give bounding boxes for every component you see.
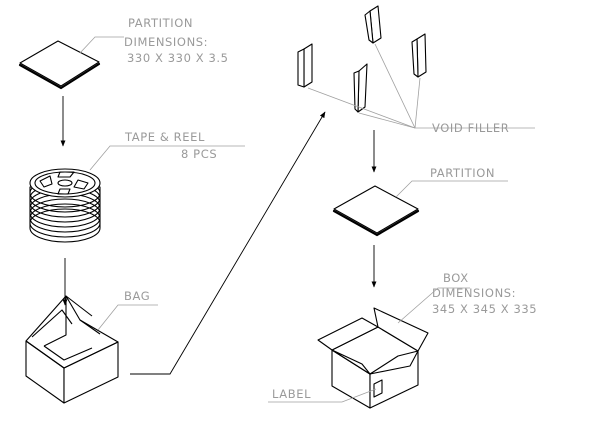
partition-right-title: PARTITION	[430, 166, 495, 180]
tape-reel-quantity: 8 PCS	[181, 147, 217, 161]
void-filler-leaders	[307, 43, 535, 129]
leader-partition-left	[79, 36, 124, 54]
partition-sheet-left	[18, 40, 101, 90]
tape-reel-title: TAPE & REEL	[124, 130, 205, 144]
leader-box	[397, 287, 470, 324]
box-dims-title: DIMENSIONS:	[432, 286, 516, 300]
leader-bag	[97, 304, 158, 331]
bag-title: BAG	[124, 289, 150, 303]
box-dims-value: 345 X 345 X 335	[432, 302, 537, 316]
partition-left-dims-title: DIMENSIONS:	[124, 35, 208, 49]
leader-label	[268, 388, 377, 403]
leader-tape-reel	[89, 145, 245, 171]
void-filler-pieces	[297, 5, 427, 113]
box-title: BOX	[443, 271, 469, 285]
shipping-box	[317, 307, 429, 409]
label-title: LABEL	[272, 387, 311, 401]
arrow-bag-to-void-filler	[130, 111, 326, 375]
partition-left-title: PARTITION	[128, 16, 193, 30]
partition-sheet-right	[332, 185, 420, 237]
partition-left-dims-value: 330 X 330 X 3.5	[127, 51, 229, 65]
leader-partition-right	[395, 180, 508, 198]
void-filler-title: VOID FILLER	[432, 121, 509, 135]
bag-outline	[25, 295, 119, 404]
tape-reel-stack	[29, 168, 101, 243]
